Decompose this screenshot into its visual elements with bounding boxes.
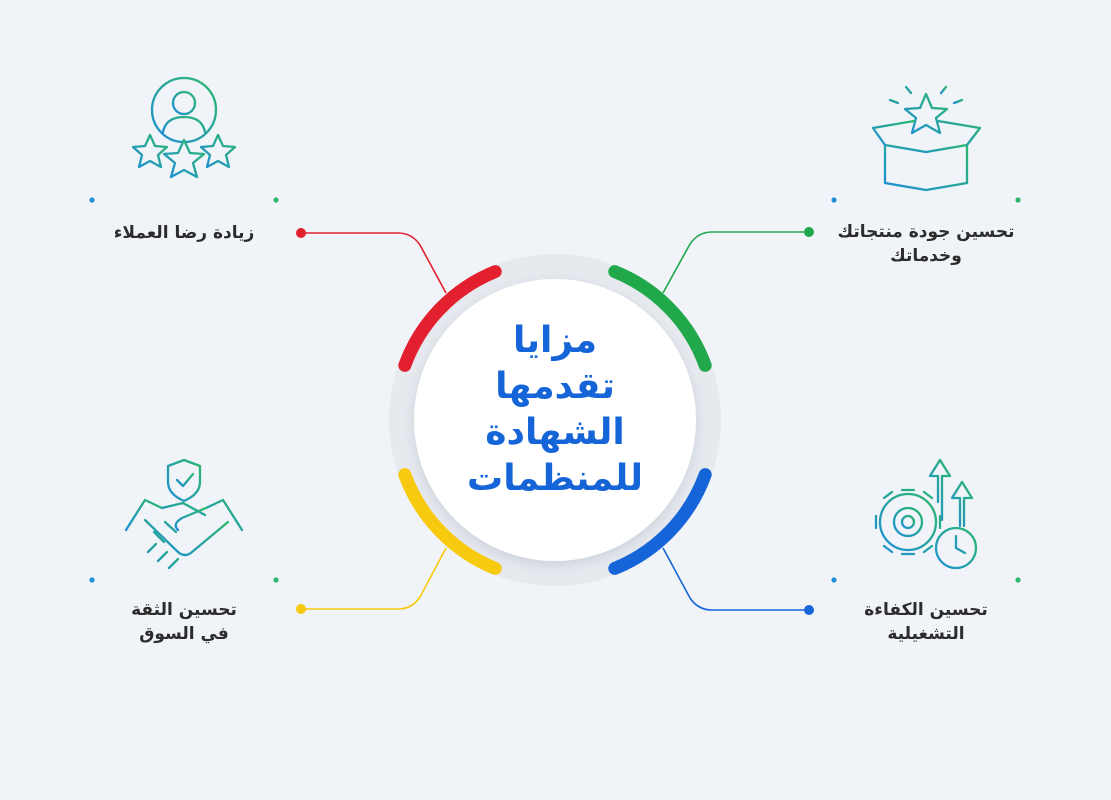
gift-box-star-icon	[871, 78, 982, 192]
benefit-customer-satisfaction: زيادة رضا العملاء	[92, 221, 276, 245]
benefit-label-line: تحسين الكفاءة	[864, 600, 988, 620]
benefit-label-line: التشغيلية	[887, 624, 965, 644]
benefit-label-line: تحسين جودة منتجاتك	[837, 222, 1015, 242]
handshake-shield-icon	[124, 458, 244, 570]
benefit-label-line: تحسين الثقة	[131, 600, 237, 620]
center-title-line-2: تقدمها	[495, 366, 615, 407]
benefit-label-line: في السوق	[139, 624, 229, 644]
center-hub	[389, 254, 721, 586]
arc-red	[398, 265, 502, 372]
arc-blue	[608, 468, 712, 575]
inner-disc	[414, 279, 696, 561]
connector-red	[296, 228, 447, 294]
arc-green	[608, 265, 712, 372]
benefit-label-line: وخدماتك	[890, 246, 962, 266]
divider-bottom-right	[831, 577, 1021, 583]
benefit-operational-efficiency: تحسين الكفاءة التشغيلية	[834, 598, 1018, 646]
center-title-line-4: للمنظمات	[467, 458, 643, 499]
connector-blue	[662, 547, 814, 615]
connector-green	[662, 227, 814, 294]
center-title: مزايا تقدمها الشهادة للمنظمات	[425, 318, 685, 502]
divider-bottom-left	[89, 577, 279, 583]
connector-yellow	[296, 547, 447, 614]
arc-yellow	[398, 468, 502, 575]
divider-top-right	[831, 197, 1021, 203]
center-title-line-1: مزايا	[512, 320, 598, 361]
divider-top-left	[89, 197, 279, 203]
gear-clock-arrows-icon	[874, 458, 978, 570]
benefit-label-line: زيادة رضا العملاء	[113, 223, 255, 243]
center-title-line-3: الشهادة	[485, 412, 625, 453]
customer-stars-icon	[131, 76, 237, 179]
benefit-product-quality: تحسين جودة منتجاتك وخدماتك	[814, 220, 1038, 268]
benefit-market-trust: تحسين الثقة في السوق	[92, 598, 276, 646]
dividers	[89, 197, 1021, 583]
